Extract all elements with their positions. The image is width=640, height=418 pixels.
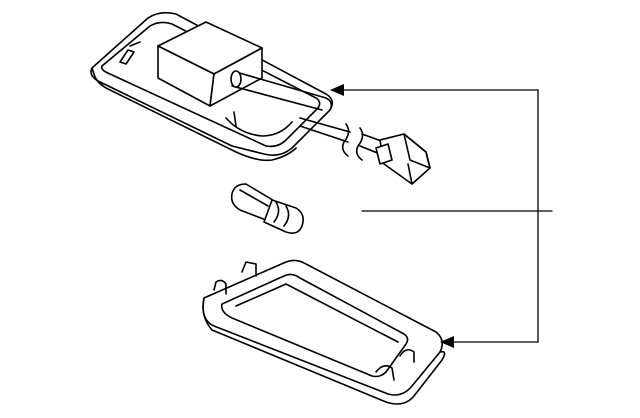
wire-lead-1 — [299, 117, 351, 133]
lens-clip-left-2 — [213, 279, 227, 295]
bulb-base-ring — [273, 201, 280, 223]
lens-cover — [202, 259, 446, 405]
lens-clip-left — [241, 261, 257, 277]
callout-lens-arrowhead — [440, 336, 454, 348]
wire-harness — [230, 70, 385, 161]
bulb-base — [263, 199, 304, 234]
wire-lead-2 — [299, 125, 349, 143]
bulb-glass-highlight — [239, 189, 269, 207]
housing-cavity-line-2 — [233, 111, 237, 127]
lens-frame-edge — [202, 297, 446, 405]
end-connector-plug — [375, 133, 431, 185]
wire-tube-end — [230, 70, 242, 88]
plug-front — [403, 133, 431, 169]
lens-window — [220, 273, 409, 378]
bulb-base-ring-2 — [283, 205, 290, 227]
plug-collar — [375, 143, 393, 165]
bulb — [230, 183, 304, 234]
plug-face-line — [407, 163, 413, 185]
housing-inner-rim — [100, 21, 321, 148]
housing-plate-edge — [91, 67, 297, 162]
wire-break-mark-1 — [341, 123, 350, 157]
wire-tube-lower — [231, 85, 323, 111]
housing-clip-hook — [129, 41, 141, 47]
callout-housing-arrowhead — [330, 84, 344, 96]
lens-recess-line — [235, 283, 399, 343]
lens-clip-right — [375, 364, 395, 381]
lens-clip-right-2 — [399, 348, 415, 363]
lens-outer-frame — [202, 259, 444, 396]
callouts — [341, 89, 553, 343]
wire-tube-upper — [235, 71, 333, 111]
housing-clip — [119, 49, 135, 65]
wire-break-mark-2 — [355, 127, 364, 161]
housing-cavity-line — [225, 117, 293, 137]
